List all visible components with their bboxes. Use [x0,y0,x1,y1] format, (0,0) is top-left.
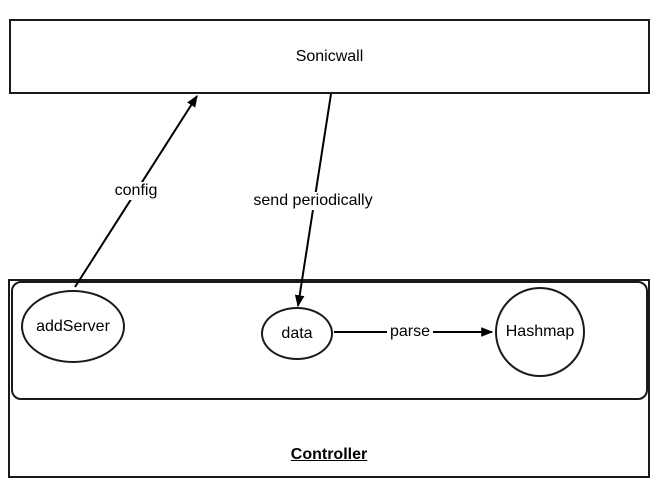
node-sonicwall: Sonicwall [9,19,650,94]
node-controller-label: Controller [290,446,368,463]
edge-parse-label: parse [386,323,434,341]
node-hashmap-label: Hashmap [505,323,575,340]
node-addserver-label: addServer [36,317,110,335]
node-addserver: addServer [21,290,125,363]
node-hashmap: Hashmap [495,287,585,377]
node-data: data [261,307,333,360]
node-sonicwall-label: Sonicwall [295,47,364,65]
node-data-label: data [281,324,313,342]
edge-config-label: config [111,182,161,200]
edge-send-periodically-label: send periodically [250,192,376,210]
